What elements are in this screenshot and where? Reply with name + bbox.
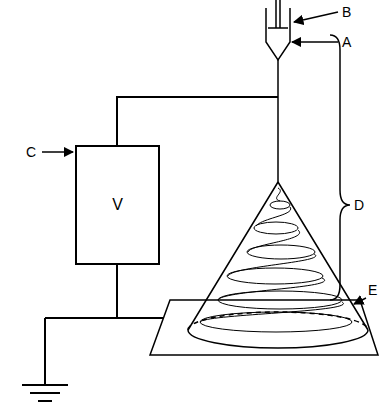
syringe-plunger — [268, 0, 288, 28]
part-letter: C — [26, 144, 36, 160]
taylor-cone — [188, 182, 368, 330]
syringe-barrel — [266, 8, 290, 60]
part-letter: A — [342, 34, 351, 50]
fibre-spiral — [200, 188, 352, 332]
part-letter: D — [354, 197, 364, 213]
voltage-source-box: V — [75, 145, 160, 265]
bracket — [330, 35, 350, 300]
leader-arrow — [292, 41, 338, 43]
deposit-front — [188, 330, 368, 348]
node-label: V — [112, 196, 123, 214]
wire — [45, 265, 164, 385]
wire — [117, 97, 278, 145]
leader-arrow — [294, 12, 338, 22]
part-letter: B — [342, 4, 351, 20]
leader-arrow — [354, 298, 366, 304]
leader-arrow — [42, 151, 73, 153]
ground-symbol — [22, 385, 68, 401]
needle-jet — [277, 60, 279, 182]
part-letter: E — [368, 282, 377, 298]
